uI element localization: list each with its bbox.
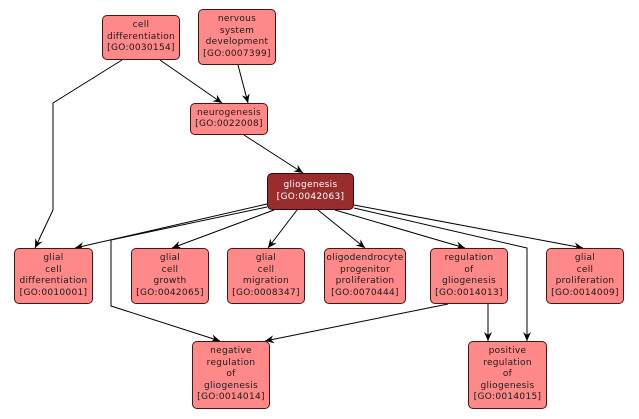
go-term-id: [GO:0014014] bbox=[197, 392, 265, 403]
edge-GO0007399-to-GO0022008 bbox=[237, 64, 250, 104]
edge-GO0014013-to-GO0014014 bbox=[264, 303, 449, 344]
go-term-node-go0042063[interactable]: gliogenesis[GO:0042063] bbox=[267, 173, 354, 210]
go-term-label-line: regulation bbox=[483, 357, 532, 368]
go-term-id: [GO:0042063] bbox=[276, 191, 345, 202]
go-term-label-line: cell bbox=[576, 264, 594, 275]
edge-GO0042063-to-GO0014013 bbox=[334, 209, 466, 250]
go-term-label-line: differentiation bbox=[19, 276, 88, 286]
go-term-label-line: development bbox=[205, 37, 269, 47]
go-term-label-line: negative bbox=[210, 346, 252, 357]
go-term-node-go0022008[interactable]: neurogenesis[GO:0022008] bbox=[190, 103, 268, 135]
go-term-id: [GO:0042065] bbox=[136, 287, 204, 298]
go-term-id: [GO:0008347] bbox=[232, 287, 300, 298]
edge-GO0022008-to-GO0042063 bbox=[243, 134, 304, 174]
go-term-label-line: glial bbox=[574, 253, 596, 263]
go-term-label-line: neurogenesis bbox=[197, 107, 261, 118]
go-term-label-line: differentiation bbox=[106, 31, 176, 42]
go-term-label-line: proliferation bbox=[335, 276, 395, 286]
go-term-label-line: cell bbox=[161, 264, 179, 275]
go-term-label-line: system bbox=[219, 25, 255, 36]
go-term-label-line: cell bbox=[132, 20, 150, 31]
go-term-id: [GO:0014013] bbox=[435, 287, 503, 298]
go-term-label-line: regulation bbox=[206, 357, 256, 368]
go-term-id: [GO:0010001] bbox=[19, 287, 88, 298]
go-term-label-line: of bbox=[226, 369, 236, 380]
go-term-label-line: glial bbox=[159, 253, 181, 263]
go-term-label-line: nervous bbox=[217, 14, 257, 24]
edge-GO0030154-to-GO0022008 bbox=[159, 59, 223, 104]
go-term-id: [GO:0014015] bbox=[473, 392, 542, 403]
go-term-label-line: cell bbox=[45, 264, 62, 275]
go-term-label-line: cell bbox=[257, 264, 275, 275]
go-term-label-line: oligodendrocyte bbox=[326, 253, 404, 263]
go-term-label-line: proliferation bbox=[555, 276, 615, 286]
go-term-label-line: glial bbox=[255, 253, 277, 263]
go-term-id: [GO:0030154] bbox=[107, 43, 175, 54]
edge-GO0042063-to-GO0070444 bbox=[317, 209, 366, 249]
edge-GO0042063-to-GO0010001 bbox=[74, 203, 268, 250]
go-term-id: [GO:0022008] bbox=[195, 119, 263, 129]
go-term-label-line: growth bbox=[153, 276, 187, 286]
go-term-label-line: gliogenesis bbox=[442, 276, 496, 286]
go-term-label-line: glial bbox=[43, 253, 64, 263]
go-term-label-line: positive bbox=[488, 346, 527, 357]
go-term-label-line: gliogenesis bbox=[204, 380, 258, 391]
go-term-label-line: progenitor bbox=[340, 264, 390, 275]
edge-GO0042063-to-GO0014009 bbox=[353, 204, 584, 251]
go-term-id: [GO:0014009] bbox=[551, 287, 619, 298]
go-term-id: [GO:0007399] bbox=[203, 48, 271, 59]
go-term-label-line: of bbox=[502, 369, 513, 380]
edge-GO0042063-to-GO0042065 bbox=[171, 209, 275, 249]
go-term-label-line: of bbox=[464, 264, 474, 275]
go-term-label-line: migration bbox=[242, 276, 290, 286]
go-term-label-line: gliogenesis bbox=[480, 380, 535, 391]
go-term-label-line: regulation bbox=[444, 253, 494, 263]
go-term-label-line: gliogenesis bbox=[283, 180, 338, 190]
edge-GO0030154-to-GO0010001 bbox=[34, 59, 123, 249]
edge-GO0042063-to-GO0008347 bbox=[267, 209, 298, 249]
go-term-id: [GO:0070444] bbox=[331, 287, 399, 298]
edge-GO0042063-to-GO0014015 bbox=[353, 207, 531, 341]
edge-GO0042063-to-GO0014014 bbox=[110, 206, 268, 343]
